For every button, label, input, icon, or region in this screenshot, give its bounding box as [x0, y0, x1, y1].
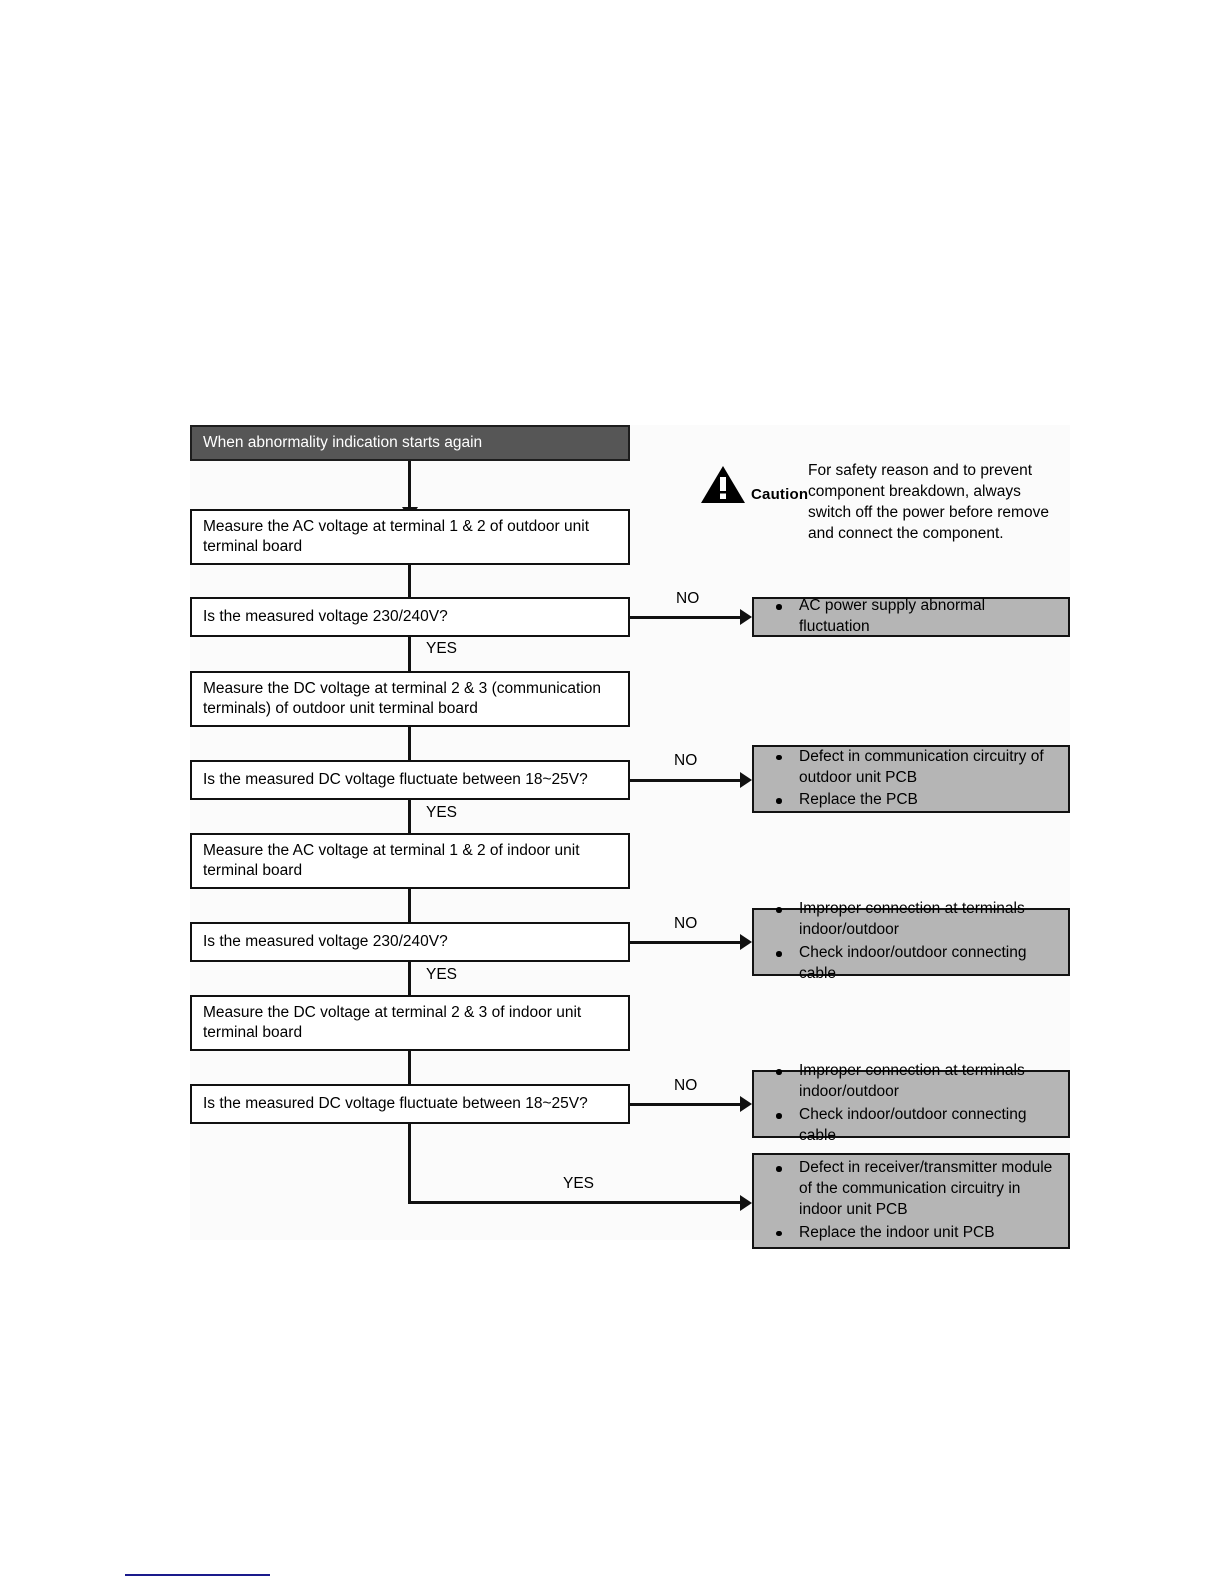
node-decision-dc-indoor-label: Is the measured DC voltage fluctuate bet… — [203, 1094, 588, 1112]
result-improper-connection-ac: Improper connection at terminals indoor/… — [752, 900, 1070, 982]
arrow-right-icon — [740, 1096, 752, 1112]
edge-no-3 — [630, 940, 743, 944]
caution-text: For safety reason and to prevent compone… — [808, 462, 1049, 543]
node-measure-dc-outdoor-label: Measure the DC voltage at terminal 2 & 3… — [203, 679, 602, 717]
result-outdoor-pcb-defect: Defect in communication circuitry of out… — [752, 745, 1070, 813]
result-item: AC power supply abnormal fluctuation — [768, 596, 1058, 638]
flowchart-start-label: When abnormality indication starts again — [203, 433, 483, 451]
node-decision-ac-outdoor: Is the measured voltage 230/240V? — [190, 597, 630, 637]
node-decision-ac-outdoor-label: Is the measured voltage 230/240V? — [203, 607, 448, 625]
caution-icon-wrap: Caution — [700, 465, 808, 505]
arrow-right-icon — [740, 772, 752, 788]
edge-no-1 — [630, 615, 743, 619]
result-improper-connection-dc: Improper connection at terminals indoor/… — [752, 1062, 1070, 1144]
result-indoor-pcb-defect: Defect in receiver/transmitter module of… — [752, 1153, 1070, 1249]
node-decision-dc-indoor: Is the measured DC voltage fluctuate bet… — [190, 1084, 630, 1124]
result-item: Defect in receiver/transmitter module of… — [768, 1158, 1058, 1220]
result-item: Defect in communication circuitry of out… — [768, 747, 1058, 789]
result-improper-connection-dc-list: Improper connection at terminals indoor/… — [768, 1061, 1058, 1146]
node-measure-dc-indoor: Measure the DC voltage at terminal 2 & 3… — [190, 995, 630, 1051]
result-item: Check indoor/outdoor connecting cable — [768, 943, 1058, 985]
edge-yes-3 — [408, 962, 411, 1010]
edge-label-yes-2: YES — [426, 804, 458, 821]
edge-label-no-1: NO — [676, 590, 700, 607]
node-measure-ac-indoor: Measure the AC voltage at terminal 1 & 2… — [190, 833, 630, 889]
result-improper-connection-ac-list: Improper connection at terminals indoor/… — [768, 899, 1058, 984]
result-item: Replace the indoor unit PCB — [768, 1223, 1058, 1244]
node-measure-ac-indoor-label: Measure the AC voltage at terminal 1 & 2… — [203, 841, 580, 879]
troubleshooting-flowchart-panel: When abnormality indication starts again… — [190, 425, 1070, 1249]
connector-measure-ac-indoor-to-decide — [408, 889, 411, 935]
node-decision-dc-outdoor: Is the measured DC voltage fluctuate bet… — [190, 760, 630, 800]
result-indoor-pcb-defect-list: Defect in receiver/transmitter module of… — [768, 1158, 1058, 1243]
edge-label-yes-4: YES — [563, 1175, 595, 1192]
connector-measure-ac-outdoor-to-decide — [408, 565, 411, 611]
result-ac-power-abnormal-list: AC power supply abnormal fluctuation — [768, 596, 1058, 638]
node-decision-ac-indoor-label: Is the measured voltage 230/240V? — [203, 932, 448, 950]
result-ac-power-abnormal: AC power supply abnormal fluctuation — [752, 597, 1070, 637]
warning-triangle-icon — [701, 466, 745, 503]
connector-start-to-measure-ac-outdoor — [408, 461, 411, 513]
node-measure-dc-indoor-label: Measure the DC voltage at terminal 2 & 3… — [203, 1003, 582, 1041]
edge-yes-4-horizontal — [408, 1201, 743, 1204]
result-item: Improper connection at terminals indoor/… — [768, 1061, 1058, 1103]
footer-divider — [125, 1574, 270, 1576]
node-measure-ac-outdoor-label: Measure the AC voltage at terminal 1 & 2… — [203, 517, 590, 555]
edge-label-yes-1: YES — [426, 640, 458, 657]
node-decision-ac-indoor: Is the measured voltage 230/240V? — [190, 922, 630, 962]
connector-measure-dc-indoor-to-decide — [408, 1051, 411, 1097]
flowchart-start-node: When abnormality indication starts again — [190, 425, 630, 461]
edge-yes-2 — [408, 800, 411, 848]
node-measure-ac-outdoor: Measure the AC voltage at terminal 1 & 2… — [190, 509, 630, 565]
edge-label-no-3: NO — [674, 915, 698, 932]
arrow-right-icon — [740, 609, 752, 625]
edge-label-no-4: NO — [674, 1077, 698, 1094]
caution-label: Caution — [751, 486, 809, 503]
edge-yes-1 — [408, 637, 411, 687]
edge-no-2 — [630, 778, 743, 782]
node-measure-dc-outdoor: Measure the DC voltage at terminal 2 & 3… — [190, 671, 630, 727]
edge-no-4 — [630, 1102, 743, 1106]
result-item: Check indoor/outdoor connecting cable — [768, 1105, 1058, 1147]
node-decision-dc-outdoor-label: Is the measured DC voltage fluctuate bet… — [203, 770, 588, 788]
result-outdoor-pcb-defect-list: Defect in communication circuitry of out… — [768, 747, 1058, 811]
edge-label-no-2: NO — [674, 752, 698, 769]
edge-label-yes-3: YES — [426, 966, 458, 983]
connector-measure-dc-outdoor-to-decide — [408, 727, 411, 773]
edge-yes-4-vertical — [408, 1124, 411, 1204]
result-item: Replace the PCB — [768, 790, 1058, 811]
arrow-right-icon — [740, 1195, 752, 1211]
arrow-right-icon — [740, 934, 752, 950]
result-item: Improper connection at terminals indoor/… — [768, 899, 1058, 941]
